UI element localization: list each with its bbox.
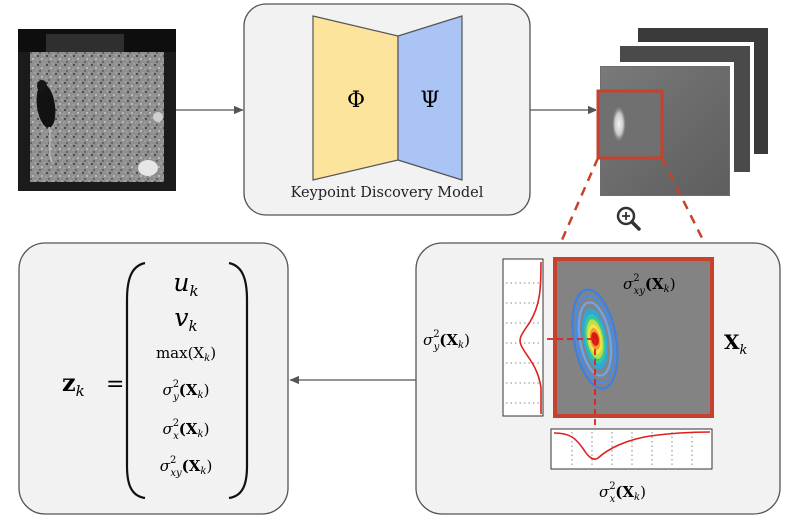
decoder-psi-block bbox=[397, 15, 463, 181]
input-frame-image bbox=[18, 29, 176, 191]
zoom-in-icon bbox=[616, 206, 641, 231]
marginal-y-plot bbox=[502, 258, 544, 417]
vector-entry-u: uk bbox=[173, 268, 198, 300]
left-paren bbox=[125, 261, 146, 500]
heatmap-stack bbox=[596, 24, 772, 200]
right-paren bbox=[228, 261, 249, 500]
zoom-line-left bbox=[552, 157, 600, 259]
label-heatmap-Xk: Xk bbox=[724, 330, 748, 358]
decoder-symbol: Ψ bbox=[420, 88, 439, 113]
vector-entry-max: max(Xk) bbox=[156, 344, 216, 364]
heatmap-border bbox=[553, 257, 714, 418]
model-caption: Keypoint Discovery Model bbox=[291, 185, 484, 201]
vector-equals: = bbox=[106, 372, 124, 397]
zoom-line-right bbox=[660, 157, 714, 259]
vector-lhs: zk bbox=[62, 368, 85, 400]
keypoint-discovery-model-box: Φ Ψ Keypoint Discovery Model bbox=[243, 3, 531, 216]
marginal-x-plot bbox=[550, 428, 713, 470]
vector-entry-v: vk bbox=[174, 303, 197, 335]
highlighted-region bbox=[596, 89, 664, 160]
encoder-symbol: Φ bbox=[347, 88, 365, 113]
